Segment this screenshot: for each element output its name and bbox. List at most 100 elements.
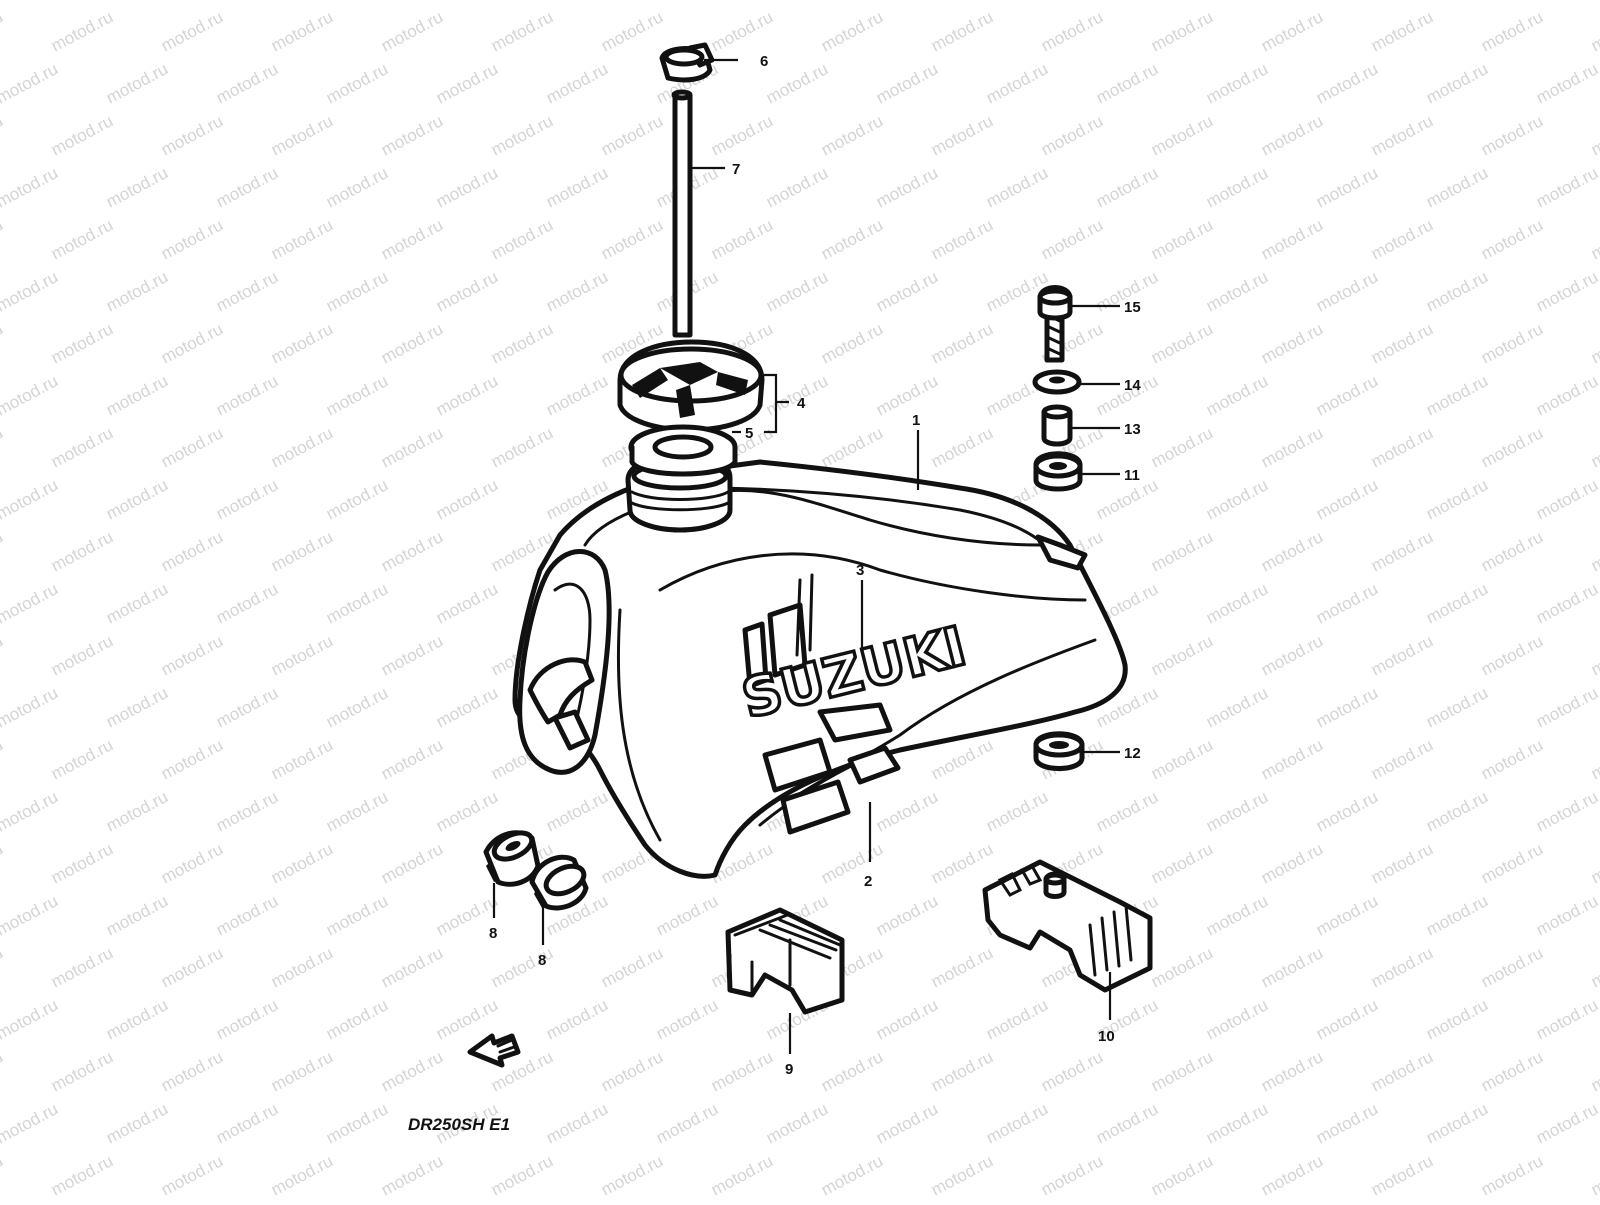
watermark-text: motod.ru bbox=[598, 111, 666, 159]
watermark-text: motod.ru bbox=[1533, 579, 1600, 627]
watermark-text: motod.ru bbox=[378, 527, 446, 575]
watermark-text: motod.ru bbox=[48, 111, 116, 159]
watermark-text: motod.ru bbox=[598, 215, 666, 263]
watermark-text: motod.ru bbox=[213, 683, 281, 731]
watermark-text: motod.ru bbox=[0, 839, 6, 887]
watermark-text: motod.ru bbox=[1423, 579, 1491, 627]
watermark-text: motod.ru bbox=[0, 215, 6, 263]
callout-14: 14 bbox=[1124, 377, 1141, 394]
watermark-text: motod.ru bbox=[48, 527, 116, 575]
watermark-text: motod.ru bbox=[1203, 0, 1271, 4]
watermark-text: motod.ru bbox=[1368, 319, 1436, 367]
watermark-text: motod.ru bbox=[0, 59, 61, 107]
watermark-text: motod.ru bbox=[213, 371, 281, 419]
watermark-text: motod.ru bbox=[1258, 1047, 1326, 1095]
watermark-text: motod.ru bbox=[0, 267, 61, 315]
watermark-text: motod.ru bbox=[1313, 59, 1381, 107]
watermark-text: motod.ru bbox=[543, 163, 611, 211]
watermark-text: motod.ru bbox=[1258, 319, 1326, 367]
watermark-text: motod.ru bbox=[1203, 683, 1271, 731]
watermark-text: motod.ru bbox=[48, 735, 116, 783]
fuel-cap bbox=[617, 339, 765, 433]
watermark-text: motod.ru bbox=[1478, 839, 1546, 887]
watermark-text: motod.ru bbox=[158, 1151, 226, 1199]
watermark-text: motod.ru bbox=[378, 1047, 446, 1095]
watermark-text: motod.ru bbox=[1313, 475, 1381, 523]
watermark-text: motod.ru bbox=[763, 0, 831, 4]
watermark-text: motod.ru bbox=[1368, 111, 1436, 159]
watermark-text: motod.ru bbox=[0, 319, 6, 367]
watermark-text: motod.ru bbox=[488, 111, 556, 159]
watermark-text: motod.ru bbox=[158, 423, 226, 471]
watermark-text: motod.ru bbox=[1588, 527, 1600, 575]
watermark-text: motod.ru bbox=[158, 1047, 226, 1095]
watermark-text: motod.ru bbox=[873, 267, 941, 315]
watermark-text: motod.ru bbox=[598, 7, 666, 55]
watermark-text: motod.ru bbox=[1148, 631, 1216, 679]
watermark-text: motod.ru bbox=[433, 579, 501, 627]
watermark-text: motod.ru bbox=[0, 371, 61, 419]
watermark-text: motod.ru bbox=[1533, 371, 1600, 419]
watermark-text: motod.ru bbox=[1313, 995, 1381, 1043]
watermark-text: motod.ru bbox=[1148, 215, 1216, 263]
watermark-text: motod.ru bbox=[1313, 371, 1381, 419]
watermark-text: motod.ru bbox=[1478, 943, 1546, 991]
watermark-text: motod.ru bbox=[1148, 1047, 1216, 1095]
watermark-text: motod.ru bbox=[983, 995, 1051, 1043]
watermark-text: motod.ru bbox=[873, 891, 941, 939]
watermark-text: motod.ru bbox=[0, 787, 61, 835]
watermark-text: motod.ru bbox=[103, 891, 171, 939]
callout-8-left: 8 bbox=[489, 925, 497, 942]
watermark-text: motod.ru bbox=[1258, 839, 1326, 887]
watermark-text: motod.ru bbox=[103, 787, 171, 835]
watermark-text: motod.ru bbox=[48, 7, 116, 55]
watermark-text: motod.ru bbox=[1423, 787, 1491, 835]
watermark-text: motod.ru bbox=[1203, 579, 1271, 627]
watermark-text: motod.ru bbox=[103, 163, 171, 211]
watermark-text: motod.ru bbox=[0, 1151, 6, 1199]
watermark-text: motod.ru bbox=[1423, 163, 1491, 211]
watermark-text: motod.ru bbox=[213, 1099, 281, 1147]
watermark-text: motod.ru bbox=[378, 215, 446, 263]
collar bbox=[1041, 404, 1073, 447]
watermark-text: motod.ru bbox=[323, 267, 391, 315]
watermark-text: motod.ru bbox=[0, 423, 6, 471]
watermark-text: motod.ru bbox=[873, 1099, 941, 1147]
callout-4: 4 bbox=[797, 395, 806, 412]
watermark-text: motod.ru bbox=[433, 683, 501, 731]
watermark-text: motod.ru bbox=[1478, 527, 1546, 575]
watermark-text: motod.ru bbox=[323, 1099, 391, 1147]
watermark-text: motod.ru bbox=[323, 891, 391, 939]
watermark-text: motod.ru bbox=[818, 7, 886, 55]
watermark-text: motod.ru bbox=[1203, 787, 1271, 835]
callout-2: 2 bbox=[864, 873, 872, 890]
watermark-text: motod.ru bbox=[378, 839, 446, 887]
watermark-text: motod.ru bbox=[0, 891, 61, 939]
watermark-text: motod.ru bbox=[1478, 215, 1546, 263]
watermark-text: motod.ru bbox=[1038, 111, 1106, 159]
watermark-text: motod.ru bbox=[158, 839, 226, 887]
watermark-text: motod.ru bbox=[928, 215, 996, 263]
callout-6-top: 6 bbox=[760, 53, 768, 70]
callout-1: 1 bbox=[912, 412, 920, 429]
watermark-text: motod.ru bbox=[1423, 891, 1491, 939]
watermark-text: motod.ru bbox=[1038, 7, 1106, 55]
watermark-text: motod.ru bbox=[213, 163, 281, 211]
watermark-text: motod.ru bbox=[1533, 683, 1600, 731]
watermark-text: motod.ru bbox=[763, 1099, 831, 1147]
watermark-text: motod.ru bbox=[158, 943, 226, 991]
watermark-text: motod.ru bbox=[873, 0, 941, 4]
watermark-text: motod.ru bbox=[103, 0, 171, 4]
watermark-text: motod.ru bbox=[1203, 59, 1271, 107]
watermark-text: motod.ru bbox=[1148, 423, 1216, 471]
watermark-text: motod.ru bbox=[598, 1047, 666, 1095]
watermark-text: motod.ru bbox=[158, 111, 226, 159]
watermark-text: motod.ru bbox=[983, 0, 1051, 4]
watermark-text: motod.ru bbox=[873, 59, 941, 107]
watermark-text: motod.ru bbox=[1148, 7, 1216, 55]
watermark-text: motod.ru bbox=[1533, 59, 1600, 107]
watermark-text: motod.ru bbox=[1533, 787, 1600, 835]
watermark-text: motod.ru bbox=[653, 0, 721, 4]
